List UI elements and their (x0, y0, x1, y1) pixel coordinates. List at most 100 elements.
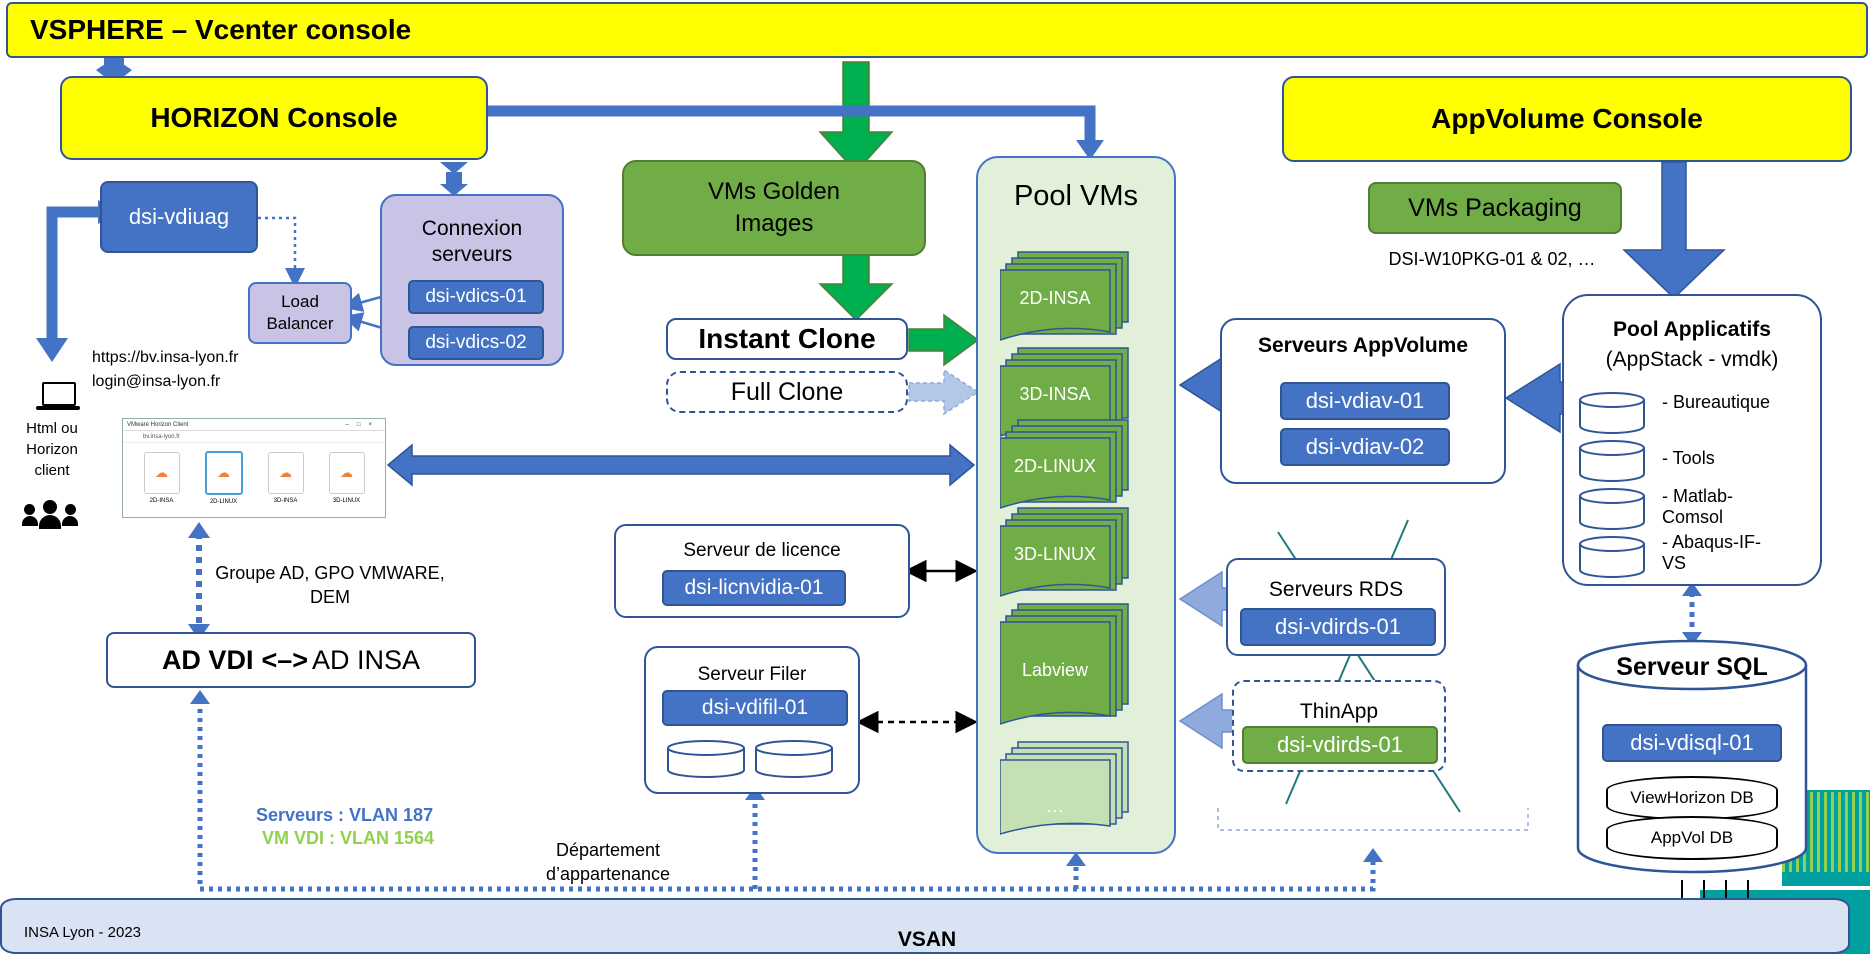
client-pool-label-3: 3D-INSA (273, 498, 298, 504)
ad-vdi-arrow: <–> (261, 644, 309, 675)
client-label: Html ou Horizon client (26, 420, 78, 479)
connexion-server-1[interactable]: dsi-vdics-01 (408, 280, 544, 314)
footer-text: INSA Lyon - 2023 (24, 924, 142, 941)
filer-server[interactable]: dsi-vdifil-01 (662, 690, 848, 726)
thinapp-title: ThinApp (1299, 700, 1379, 723)
appvolume-console-title: AppVolume Console (1431, 103, 1703, 134)
pool-applicatifs-title: Pool Applicatifs (1613, 318, 1771, 341)
desktop-cloud-icon: ☁ (279, 465, 292, 480)
appvolume-server-2-label: dsi-vdiav-02 (1305, 434, 1425, 459)
instant-pool-arrow (908, 313, 980, 367)
pool-stack-6[interactable]: … (1046, 796, 1064, 816)
ad-vdi-box[interactable]: AD VDI <–> AD INSA (106, 632, 476, 688)
licence-server[interactable]: dsi-licnvidia-01 (662, 570, 846, 606)
filer-disks-icon (667, 740, 833, 778)
vsphere-banner[interactable]: VSPHERE – Vcenter console (6, 2, 1868, 58)
pool-stack-5[interactable]: Labview (1021, 660, 1089, 680)
appvolume-console[interactable]: AppVolume Console (1282, 76, 1852, 162)
load-balancer-label: Load Balancer (266, 292, 334, 333)
horizon-connexion-link (440, 162, 468, 174)
uag-label: dsi-vdiuag (128, 204, 230, 229)
vsan-label: VSAN (897, 928, 957, 951)
pool-stack-3[interactable]: 2D-LINUX (1013, 456, 1097, 476)
appvolume-servers-group: Serveurs AppVolume dsi-vdiav-01 dsi-vdia… (1220, 318, 1506, 484)
rds-server[interactable]: dsi-vdirds-01 (1240, 608, 1436, 646)
db-viewhorizon[interactable]: ViewHorizon DB (1606, 776, 1778, 820)
pool-stack-2[interactable]: 3D-INSA (1019, 384, 1091, 404)
client-pool-label-2: 2D-LINUX (209, 499, 238, 505)
vlan-vms: VM VDI : VLAN 1564 (262, 828, 435, 848)
window-controls-icon[interactable]: –□× (345, 421, 380, 428)
licence-server-group: Serveur de licence dsi-licnvidia-01 (614, 524, 910, 618)
access-login: login@insa-lyon.fr (92, 373, 221, 390)
connexion-servers-group: Connexion serveurs dsi-vdics-01 dsi-vdic… (380, 194, 564, 366)
sql-server-label: dsi-vdisql-01 (1630, 730, 1754, 755)
client-window-title: VMware Horizon Client (127, 421, 189, 428)
users-icon (22, 500, 78, 530)
horizon-title: HORIZON Console (150, 102, 398, 133)
vsphere-title: VSPHERE – Vcenter console (30, 14, 412, 45)
vsphere-golden-arrow (818, 61, 894, 174)
appstack-item-4: - Abaqus-IF-VS (1662, 532, 1762, 573)
filer-title: Serveur Filer (697, 664, 807, 685)
access-url[interactable]: https://bv.insa-lyon.fr (92, 349, 239, 366)
pool-applicatifs-subtitle: (AppStack - vmdk) (1605, 348, 1779, 371)
horizon-console[interactable]: HORIZON Console (60, 76, 488, 160)
db-appvol[interactable]: AppVol DB (1606, 816, 1778, 860)
pool-vms[interactable]: Pool VMs 2D-INSA 3D-INSA 2D-LINUX 3D-LIN… (976, 156, 1176, 854)
pool-applicatifs[interactable]: Pool Applicatifs (AppStack - vmdk) - Bur… (1562, 294, 1822, 586)
db-appvol-label: AppVol DB (1650, 828, 1734, 847)
desktop-cloud-icon: ☁ (217, 465, 230, 480)
sql-server[interactable]: dsi-vdisql-01 (1602, 724, 1782, 762)
thinapp-group: ThinApp dsi-vdirds-01 (1232, 680, 1446, 772)
golden-images[interactable]: VMs Golden Images (622, 160, 926, 256)
rds-bracket (1217, 808, 1529, 831)
access-info: https://bv.insa-lyon.fr login@insa-lyon.… (92, 346, 238, 394)
filer-server-label: dsi-vdifil-01 (701, 696, 809, 719)
instant-clone[interactable]: Instant Clone (666, 318, 908, 360)
sql-title: Serveur SQL (1616, 653, 1768, 681)
thinapp-server[interactable]: dsi-vdirds-01 (1242, 726, 1438, 764)
full-clone[interactable]: Full Clone (666, 371, 908, 413)
rds-server-label: dsi-vdirds-01 (1275, 614, 1401, 639)
pool-stack-1[interactable]: 2D-INSA (1019, 288, 1091, 308)
desktop-cloud-icon: ☁ (340, 465, 353, 480)
ad-link-note: Groupe AD, GPO VMWARE, DEM (215, 563, 445, 607)
connexion-server-1-label: dsi-vdics-01 (425, 286, 527, 307)
vms-packaging-label: VMs Packaging (1408, 193, 1582, 222)
laptop-icon (36, 382, 80, 414)
avconsole-poolapp-arrow (1622, 161, 1726, 300)
vlan-servers: Serveurs : VLAN 187 (256, 805, 434, 825)
appstack-disks-icon (1579, 392, 1645, 578)
appstack-item-1: - Bureautique (1662, 392, 1771, 412)
connexion-server-2-label: dsi-vdics-02 (425, 332, 527, 353)
uag-server[interactable]: dsi-vdiuag (100, 181, 258, 253)
client-window-address[interactable]: bv.insa-lyon.fr (143, 433, 180, 440)
horizon-pool-arrow (487, 105, 1096, 142)
appvolume-servers-title: Serveurs AppVolume (1257, 334, 1469, 357)
load-balancer[interactable]: Load Balancer (248, 282, 352, 344)
instant-clone-label: Instant Clone (698, 323, 876, 354)
rds-title: Serveurs RDS (1268, 578, 1404, 601)
vms-packaging[interactable]: VMs Packaging (1368, 182, 1622, 234)
appvolume-server-1[interactable]: dsi-vdiav-01 (1280, 382, 1450, 420)
client-pool-arrow (386, 443, 976, 487)
thinapp-server-label: dsi-vdirds-01 (1277, 732, 1403, 757)
client-pool-tile-3[interactable]: ☁ 3D-INSA (267, 451, 304, 505)
connexion-server-2[interactable]: dsi-vdics-02 (408, 326, 544, 360)
horizon-client-window[interactable]: VMware Horizon Client –□× bv.insa-lyon.f… (122, 418, 386, 518)
client-pool-tile-2[interactable]: ☁ 2D-LINUX (204, 451, 243, 505)
vms-packaging-note: DSI-W10PKG-01 & 02, … (1388, 249, 1596, 269)
departement-note: Département d’appartenance (545, 840, 671, 884)
desktop-cloud-icon: ☁ (155, 465, 168, 480)
network-bus (197, 700, 1376, 892)
pool-stack-4[interactable]: 3D-LINUX (1013, 544, 1097, 564)
vsan-bar[interactable]: INSA Lyon - 2023 VSAN (0, 898, 1850, 954)
client-pool-tile-1[interactable]: ☁ 2D-INSA (143, 451, 180, 505)
uag-user-arrow (46, 206, 100, 342)
client-pool-tile-4[interactable]: ☁ 3D-LINUX (328, 451, 365, 505)
appvolume-server-2[interactable]: dsi-vdiav-02 (1280, 428, 1450, 466)
licence-server-label: dsi-licnvidia-01 (684, 576, 824, 599)
appvolume-server-1-label: dsi-vdiav-01 (1305, 388, 1425, 413)
pool-vms-stacks (1000, 251, 1129, 835)
